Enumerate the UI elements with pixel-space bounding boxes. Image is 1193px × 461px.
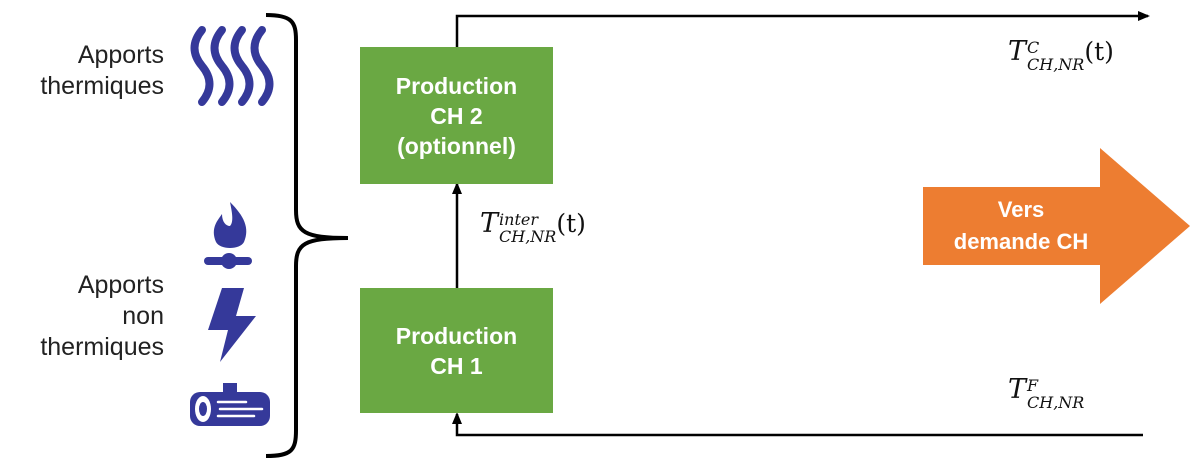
inter-sup: inter — [499, 209, 538, 229]
output-arrow-label: Vers demande CH — [930, 194, 1112, 258]
inter-T: T — [480, 208, 499, 239]
production-ch1-box: Production CH 1 — [360, 288, 553, 413]
gas-flame-icon — [204, 202, 252, 269]
prod2-line2: CH 2 — [430, 102, 483, 129]
lightning-icon — [208, 288, 256, 362]
nonthermal-inputs-label: Apports non thermiques — [20, 270, 164, 363]
hot-sup: C — [1027, 37, 1040, 57]
output-arrow — [923, 148, 1190, 304]
cold-return-arrow — [452, 412, 1143, 437]
thermal-inputs-label: Apports thermiques — [30, 40, 164, 102]
cold-sup: F — [1027, 375, 1039, 395]
prod1-line2: CH 1 — [430, 352, 483, 379]
prod2-line3: (optionnel) — [397, 132, 516, 159]
thermal-label-line1: Apports — [77, 41, 164, 69]
output-line2: demande CH — [953, 229, 1089, 254]
hot-sub: CH,NR — [1027, 54, 1085, 74]
prod2-line1: Production — [395, 72, 518, 99]
thermal-label-line2: thermiques — [40, 72, 164, 100]
hot-T: T — [1008, 36, 1027, 67]
nonthermal-label-line3: thermiques — [40, 333, 164, 361]
cold-sub: CH,NR — [1027, 392, 1085, 412]
inter-sub: CH,NR — [499, 226, 557, 246]
prod1-line1: Production — [395, 322, 518, 349]
hot-arg: (t) — [1084, 37, 1114, 66]
hot-flow-arrow — [455, 11, 1150, 48]
nonthermal-label-line1: Apports — [77, 271, 164, 299]
inter-arg: (t) — [556, 209, 586, 238]
heat-waves-icon — [190, 26, 274, 106]
production-ch2-box: Production CH 2 (optionnel) — [360, 47, 553, 184]
wood-log-icon — [190, 383, 270, 426]
nonthermal-label-line2: non — [122, 302, 164, 330]
curly-brace — [265, 13, 349, 458]
output-line1: Vers — [997, 197, 1045, 222]
cold-T: T — [1008, 374, 1027, 405]
